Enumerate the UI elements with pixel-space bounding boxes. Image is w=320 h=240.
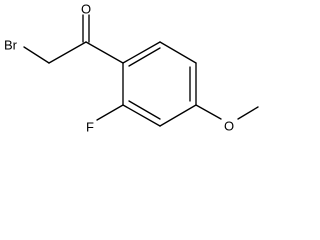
bond-br-ch2 xyxy=(23,46,50,64)
ring-bond-c2-c3 xyxy=(122,104,161,127)
ring-inner-bond-c2-c3 xyxy=(128,100,161,120)
ring-bond-c3-c4 xyxy=(159,104,197,127)
atom-label-carbonyl-oxygen: O xyxy=(81,2,91,17)
ring-inner-bond-c1-c6 xyxy=(128,47,161,67)
chemical-structure: Br O F O xyxy=(4,2,259,135)
bond-ch2-carbonyl xyxy=(48,41,87,64)
atom-label-fluorine: F xyxy=(86,120,94,135)
bond-ring-f xyxy=(96,104,124,121)
atom-label-bromine: Br xyxy=(4,38,18,53)
bond-ring-ome-o xyxy=(195,104,222,120)
ring-bond-c5-c6 xyxy=(159,41,197,64)
bond-carbonyl-ring xyxy=(85,41,124,64)
ring-bond-c6-c1 xyxy=(122,41,161,64)
atom-label-methoxy-oxygen: O xyxy=(224,119,234,134)
bond-ome-ch3 xyxy=(237,106,259,120)
atom-labels: Br O F O xyxy=(4,2,234,135)
bonds xyxy=(23,14,259,127)
